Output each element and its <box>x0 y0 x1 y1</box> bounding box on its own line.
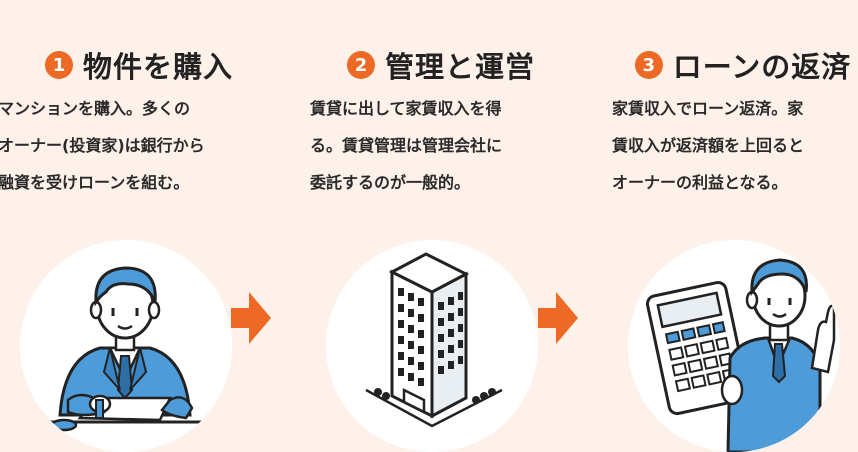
apartment-building-icon <box>365 252 503 428</box>
step-2-title-text: 管理と運営 <box>384 50 535 85</box>
step-2: 2 管理と運営 賃貸に出して家賃収入を得 る。賃貸管理は管理会社に 委託するのが… <box>296 0 586 452</box>
businessman-signing-contract-icon <box>30 266 220 432</box>
step-2-number-badge: 2 <box>346 51 375 80</box>
step-1: 1 物件を購入 マンションを購入。多くの オーナー(投資家)は銀行から 融資を受… <box>0 0 284 452</box>
arrow-right-icon <box>538 292 578 348</box>
arrow-right-icon <box>231 292 271 348</box>
step-1-title: 1 物件を購入 <box>0 44 284 86</box>
step-3-title-text: ローンの返済 <box>672 50 852 85</box>
step-3-description: 家賃収入でローン返済。家 賃収入が返済額を上回ると オーナーの利益となる。 <box>612 99 805 192</box>
step-2-title: 2 管理と運営 <box>296 44 586 86</box>
step-2-illustration-circle <box>326 240 538 452</box>
businessman-calculator-icon <box>645 258 836 452</box>
step-3-number-badge: 3 <box>634 51 663 80</box>
step-1-number-badge: 1 <box>44 51 73 80</box>
step-1-title-text: 物件を購入 <box>82 50 233 85</box>
step-3-title: 3 ローンの返済 <box>598 44 858 86</box>
step-1-description: マンションを購入。多くの オーナー(投資家)は銀行から 融資を受けローンを組む。 <box>0 99 205 192</box>
step-3: 3 ローンの返済 家賃収入でローン返済。家 賃収入が返済額を上回ると オーナーの… <box>598 0 858 452</box>
step-1-illustration-circle <box>20 240 232 452</box>
step-2-description: 賃貸に出して家賃収入を得 る。賃貸管理は管理会社に 委託するのが一般的。 <box>310 99 503 192</box>
step-3-illustration-circle <box>628 240 840 452</box>
